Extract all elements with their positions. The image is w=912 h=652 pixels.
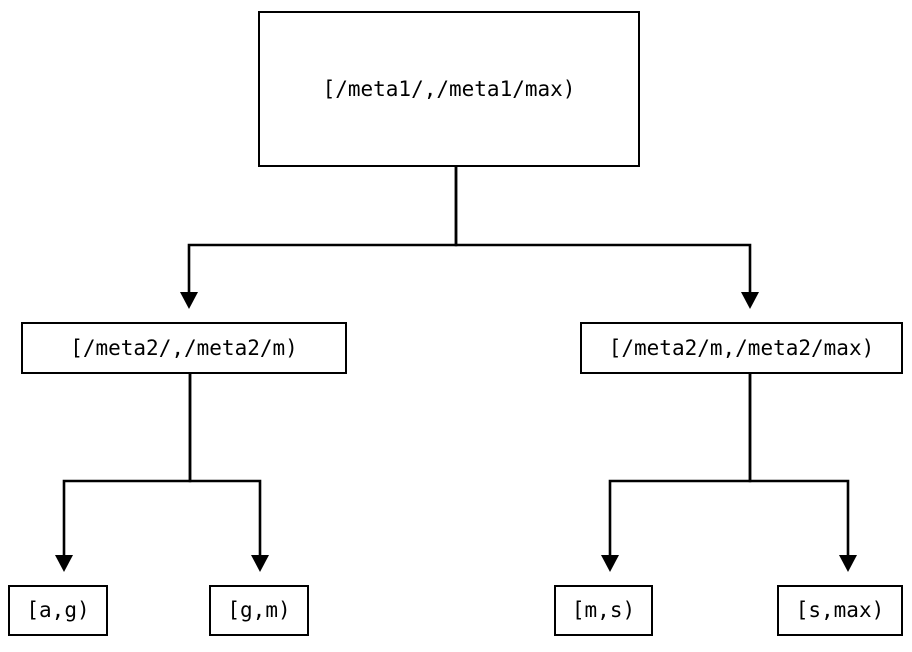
tree-node-mid-left[interactable]: [/meta2/,/meta2/m) <box>21 322 347 374</box>
edge-root-to-mid-left <box>180 167 458 309</box>
tree-node-leaf-m-s[interactable]: [m,s) <box>554 585 653 636</box>
edge-root-to-mid-right <box>454 167 759 309</box>
arrowhead-icon <box>180 292 198 309</box>
edge-midleft-to-leaf2 <box>188 374 269 572</box>
arrowhead-icon <box>741 292 759 309</box>
tree-node-mid-left-label: [/meta2/,/meta2/m) <box>70 335 298 360</box>
tree-node-leaf-g-m[interactable]: [g,m) <box>209 585 309 636</box>
tree-node-leaf-s-max-label: [s,max) <box>795 598 885 622</box>
arrowhead-icon <box>601 555 619 572</box>
arrowhead-icon <box>55 555 73 572</box>
edge-midleft-to-leaf1 <box>55 374 192 572</box>
arrowhead-icon <box>251 555 269 572</box>
tree-node-leaf-s-max[interactable]: [s,max) <box>777 585 903 636</box>
tree-node-leaf-a-g[interactable]: [a,g) <box>8 585 108 636</box>
tree-node-root[interactable]: [/meta1/,/meta1/max) <box>258 11 640 167</box>
tree-node-mid-right[interactable]: [/meta2/m,/meta2/max) <box>580 322 903 374</box>
edge-midright-to-leaf3 <box>601 374 752 572</box>
tree-node-root-label: [/meta1/,/meta1/max) <box>322 76 576 101</box>
tree-node-mid-right-label: [/meta2/m,/meta2/max) <box>608 335 875 360</box>
edge-midright-to-leaf4 <box>748 374 857 572</box>
tree-node-leaf-g-m-label: [g,m) <box>227 598 291 622</box>
tree-node-leaf-a-g-label: [a,g) <box>26 598 90 622</box>
tree-node-leaf-m-s-label: [m,s) <box>571 598 636 622</box>
arrowhead-icon <box>839 555 857 572</box>
